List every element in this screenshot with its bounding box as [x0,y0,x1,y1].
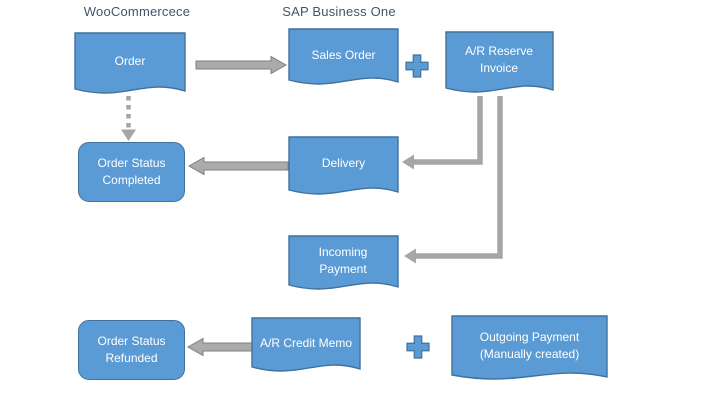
order-shape [74,32,186,94]
order-status-refunded-label: Order Status Refunded [97,334,166,365]
delivery-label: Delivery [321,156,366,170]
dotted-arrow-order-to-status-completed [121,96,136,141]
block-arrow-delivery-to-status-completed [187,156,289,176]
ar-reserve-invoice-label: A/R Reserve Invoice [464,44,534,75]
sales-order-label: Sales Order [311,48,376,62]
plus-icon [406,335,430,359]
block-arrow-credit-memo-to-status-refunded [186,337,253,357]
outgoing-payment-shape [451,315,608,380]
arrowhead-left-icon [404,248,416,264]
order-label: Order [114,53,146,68]
arrowhead-down-icon [121,129,136,141]
outgoing-payment-label: Outgoing Payment (Manually created) [479,330,580,361]
plus-icon [405,54,429,78]
block-arrow-order-to-sales-order [195,55,288,75]
elbow-arrow-ari-to-delivery [402,96,483,170]
order-status-refunded-node: Order Status Refunded [78,320,185,380]
elbow-line [411,96,483,165]
ar-credit-memo-shape [251,317,361,372]
sales-order-shape [288,28,399,85]
incoming-payment-label: Incoming Payment [318,245,368,276]
ar-credit-memo-label: A/R Credit Memo [259,335,353,350]
ar-reserve-invoice-shape [445,31,554,93]
column-title-sap-business-one: SAP Business One [282,4,396,19]
delivery-shape [288,136,399,195]
order-status-completed-node: Order Status Completed [78,142,185,202]
elbow-line [413,96,503,259]
arrowhead-left-icon [402,154,414,170]
column-title-woocommerce: WooCommercece [83,4,191,19]
elbow-arrow-ari-to-incoming-payment [404,96,503,264]
incoming-payment-shape [288,235,399,290]
order-status-completed-label: Order Status Completed [97,156,166,187]
